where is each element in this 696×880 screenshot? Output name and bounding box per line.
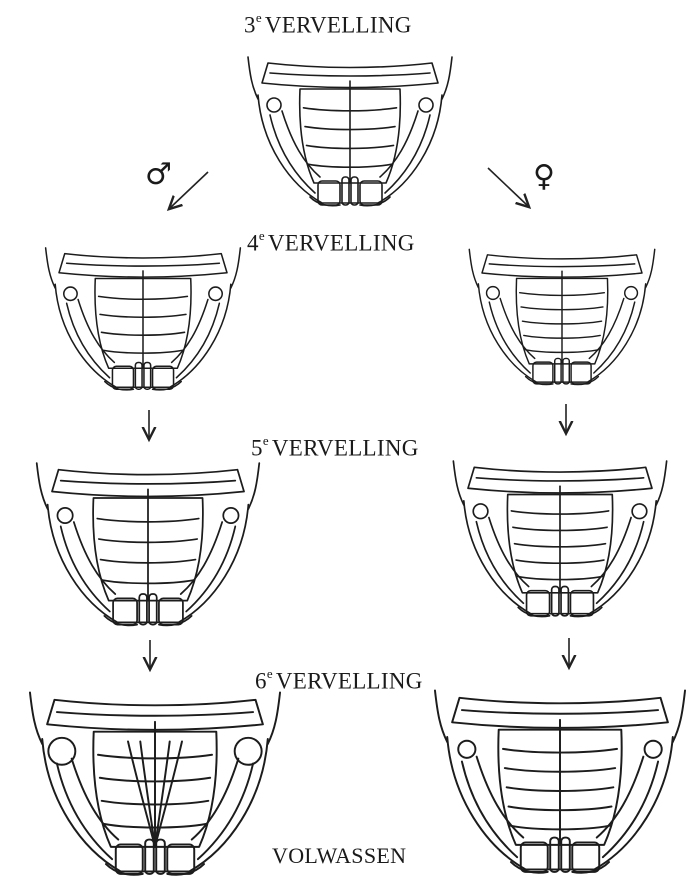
abdomen-male-stage4	[38, 245, 248, 395]
right-lobe	[594, 302, 635, 373]
right-rim	[673, 690, 685, 741]
right-knob	[645, 741, 662, 758]
tail-pleopod-left	[139, 594, 147, 625]
right-knob	[625, 287, 638, 300]
left-rim	[469, 249, 478, 287]
tail-pleopod-right	[156, 840, 165, 874]
left-lobe	[476, 522, 523, 604]
left-rim	[435, 690, 447, 741]
abdomen-drawing	[30, 692, 280, 874]
left-rim	[46, 248, 56, 288]
left-lobe	[489, 302, 530, 373]
left-rim	[37, 463, 48, 509]
right-rim	[442, 57, 452, 99]
fan-line	[140, 741, 155, 846]
left-tail-plate	[527, 591, 550, 616]
left-knob	[64, 287, 77, 300]
fan-line	[155, 741, 170, 846]
right-tail-plate	[153, 366, 174, 389]
left-knob	[473, 504, 488, 519]
left-rim	[248, 57, 258, 99]
right-lobe	[603, 762, 658, 858]
top-band-inner	[476, 478, 643, 481]
right-tail-plate	[167, 844, 194, 873]
tail-pleopod-left	[145, 840, 154, 874]
right-rim	[268, 692, 280, 743]
right-tail-plate	[571, 362, 591, 384]
left-lobe	[462, 762, 517, 858]
left-lobe-inner	[74, 522, 115, 594]
top-band-inner	[270, 73, 430, 76]
left-tail-plate	[112, 366, 133, 389]
left-knob	[487, 287, 500, 300]
tail-pleopod-left	[550, 838, 559, 872]
left-rim	[30, 692, 42, 743]
right-tail-plate	[360, 181, 382, 205]
tail-pleopod-left	[552, 587, 559, 616]
right-rim	[656, 461, 666, 505]
abdomen-drawing	[435, 690, 685, 872]
left-knob	[458, 741, 475, 758]
arrow-male-diagonal	[170, 172, 208, 208]
left-knob	[267, 98, 281, 112]
abdomen-drawing	[469, 249, 654, 384]
tail-pleopod-right	[561, 838, 570, 872]
right-tail-plate	[570, 591, 593, 616]
right-lobe-inner	[172, 299, 208, 362]
top-band-inner	[67, 263, 220, 266]
arrow-female-diagonal	[488, 168, 528, 206]
right-tail-plate	[159, 598, 183, 624]
tail-pleopod-right	[149, 594, 157, 625]
right-tail-plate	[572, 842, 599, 871]
abdomen-drawing	[453, 461, 666, 616]
left-lobe-inner	[282, 111, 320, 177]
right-rim	[646, 249, 655, 287]
left-lobe-inner	[78, 299, 114, 362]
right-lobe-inner	[181, 522, 222, 594]
top-band-inner	[489, 264, 634, 267]
left-lobe-inner	[72, 759, 119, 840]
top-band-inner	[61, 481, 236, 484]
abdomen-female-stage4	[462, 243, 662, 393]
left-knob	[57, 508, 72, 523]
right-knob	[632, 504, 647, 519]
left-tail-plate	[116, 844, 143, 873]
tail-pleopod-left	[342, 177, 349, 205]
abdomen-female-adult	[425, 688, 695, 878]
tail-pleopod-right	[144, 362, 151, 389]
abdomen-drawing	[248, 57, 452, 206]
right-lobe-inner	[380, 111, 418, 177]
tail-pleopod-right	[561, 587, 568, 616]
right-lobe	[597, 522, 644, 604]
tail-pleopod-left	[135, 362, 142, 389]
right-rim	[231, 248, 241, 288]
top-band-inner	[57, 712, 253, 716]
left-rim	[453, 461, 463, 505]
right-knob	[223, 508, 238, 523]
abdomen-stage3	[240, 55, 460, 210]
right-lobe-inner	[192, 759, 239, 840]
top-band-inner	[462, 710, 658, 714]
left-tail-plate	[521, 842, 548, 871]
tail-pleopod-right	[351, 177, 358, 205]
abdomen-male-adult	[10, 690, 300, 880]
right-knob	[419, 98, 433, 112]
left-tail-plate	[318, 181, 340, 205]
abdomen-male-stage5	[28, 458, 268, 633]
right-rim	[248, 463, 259, 509]
right-knob	[209, 287, 222, 300]
abdomen-female-stage5	[445, 455, 675, 625]
left-tail-plate	[533, 362, 553, 384]
abdomen-drawing	[37, 463, 260, 625]
tail-pleopod-right	[563, 358, 569, 383]
tail-pleopod-left	[555, 358, 561, 383]
left-tail-plate	[113, 598, 137, 624]
abdomen-drawing	[46, 248, 241, 390]
